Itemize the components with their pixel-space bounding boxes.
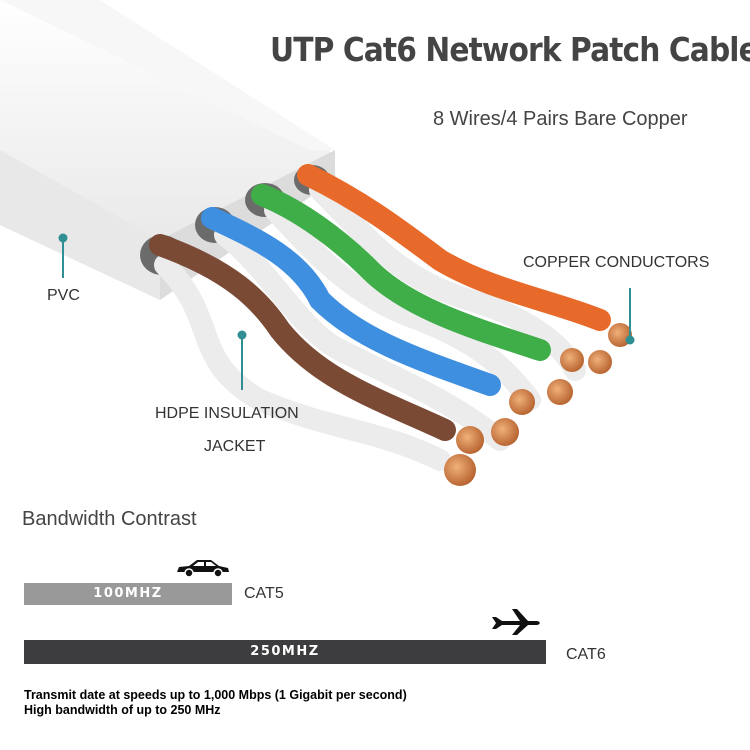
green-wire	[251, 184, 551, 361]
subtitle: 8 Wires/4 Pairs Bare Copper	[433, 108, 688, 130]
callout-pvc: PVC	[47, 287, 80, 304]
car-icon	[177, 560, 229, 578]
cable-illustration	[0, 0, 635, 486]
orange-wire	[297, 164, 611, 331]
bar-cat5: 100MHZ	[24, 583, 232, 605]
footer-line2: High bandwidth of up to 250 MHz	[24, 703, 221, 717]
callout-lines	[58, 233, 635, 390]
bandwidth-heading: Bandwidth Contrast	[22, 508, 197, 530]
label-cat6: CAT6	[566, 646, 606, 663]
page-title: UTP Cat6 Network Patch Cable	[270, 30, 750, 69]
callout-hdpe-line1: HDPE INSULATION	[155, 405, 299, 422]
copper-conductors	[444, 323, 632, 486]
white-wires	[154, 179, 586, 471]
colored-wires	[149, 164, 611, 441]
airplane-icon	[492, 609, 540, 635]
bar-cat6: 250MHZ	[24, 640, 546, 664]
label-cat5: CAT5	[244, 585, 284, 602]
footer-text: Transmit date at speeds up to 1,000 Mbps…	[24, 688, 407, 718]
blue-wire	[201, 207, 501, 396]
callout-hdpe-line2: JACKET	[204, 438, 266, 455]
footer-line1: Transmit date at speeds up to 1,000 Mbps…	[24, 688, 407, 702]
brown-wire	[149, 234, 456, 441]
callout-copper-conductors: COPPER CONDUCTORS	[523, 254, 710, 271]
